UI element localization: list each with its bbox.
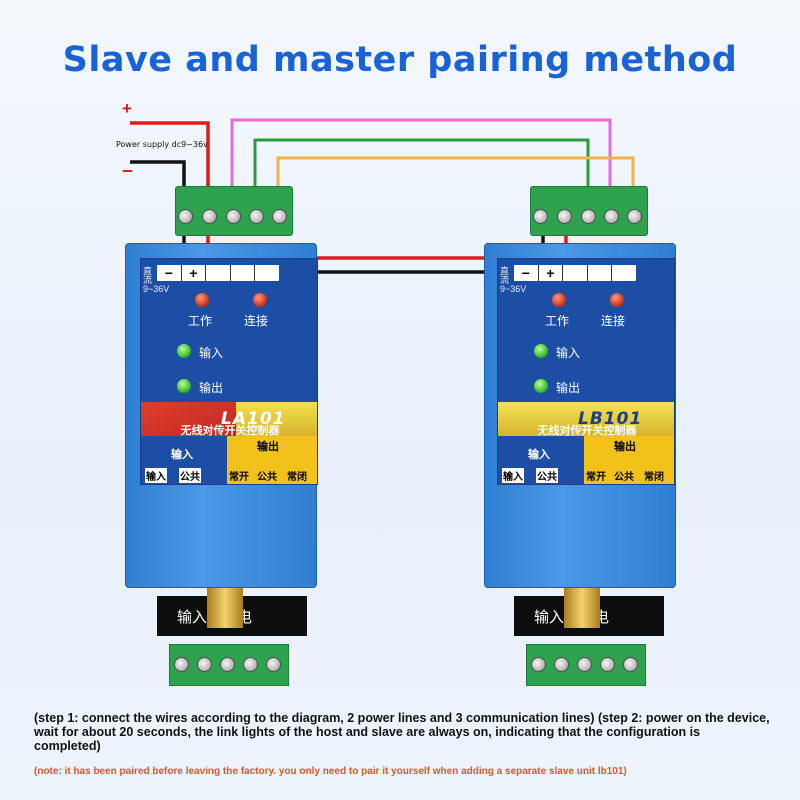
output-led-label: 输出: [556, 381, 581, 395]
screw-icon: [533, 209, 548, 224]
output-led-label: 输出: [199, 381, 224, 395]
power-terminal-labels: − +: [514, 265, 636, 281]
input-led-label: 输入: [199, 346, 224, 360]
bottom-terminal-block: [169, 644, 289, 686]
red-power-wire-link: [206, 220, 568, 260]
io-cell-normally-closed: 常闭: [644, 472, 664, 483]
device-subtitle: 无线对传开关控制器: [180, 424, 280, 437]
input-heading: 输入: [528, 448, 550, 461]
screw-icon: [226, 209, 241, 224]
power-cell: −: [514, 265, 539, 281]
front-panel: 直流9~36V − + 工作 连接 输入 输出 LA101 无线对传开关控制器 …: [140, 258, 318, 485]
screw-icon: [554, 657, 569, 672]
io-cell-normally-open: 常开: [229, 472, 249, 483]
power-cell: [206, 265, 231, 281]
input-box: 输入 输入 公共: [141, 436, 227, 484]
io-label-area: 输入 输入 公共 输出 常开 公共 常闭: [498, 436, 674, 484]
power-cell: [563, 265, 588, 281]
io-cell-common: 公共: [614, 472, 634, 483]
factory-pairing-note: (note: it has been paired before leaving…: [34, 766, 627, 777]
output-heading: 输出: [257, 440, 279, 453]
work-led-icon: [552, 293, 566, 307]
model-name: LA101: [221, 409, 286, 429]
bottom-terminal-block: [526, 644, 646, 686]
power-cell: [588, 265, 613, 281]
output-led-icon: [177, 379, 191, 393]
work-led-icon: [195, 293, 209, 307]
io-cell-common: 公共: [179, 468, 201, 483]
pairing-steps-text: (step 1: connect the wires according to …: [34, 711, 770, 753]
page-title: Slave and master pairing method: [62, 40, 738, 80]
screw-icon: [272, 209, 287, 224]
screw-icon: [604, 209, 619, 224]
power-cell: +: [182, 265, 207, 281]
screw-icon: [220, 657, 235, 672]
screw-icon: [627, 209, 642, 224]
work-led-label: 工作: [545, 314, 570, 328]
screw-icon: [197, 657, 212, 672]
power-cell: [255, 265, 279, 281]
power-plus-sign: +: [122, 99, 132, 118]
io-cell-input: 输入: [145, 468, 167, 483]
screw-icon: [178, 209, 193, 224]
front-panel: 直流9~36V − + 工作 连接 输入 输出 LB101 无线对传开关控制器 …: [497, 258, 675, 485]
model-strip: [498, 402, 674, 436]
input-led-label: 输入: [556, 346, 581, 360]
dc-voltage-label: 直流9~36V: [500, 266, 527, 294]
power-cell: +: [539, 265, 564, 281]
input-led-icon: [534, 344, 548, 358]
io-cell-normally-closed: 常闭: [287, 472, 307, 483]
input-box: 输入 输入 公共: [498, 436, 584, 484]
green-communication-wire: [253, 138, 590, 200]
top-terminal-block: [175, 186, 293, 236]
red-power-wire-in: [130, 121, 210, 200]
io-cell-input: 输入: [502, 468, 524, 483]
device-subtitle: 无线对传开关控制器: [537, 424, 637, 437]
screw-icon: [202, 209, 217, 224]
screw-icon: [266, 657, 281, 672]
power-cell: [231, 265, 256, 281]
input-heading: 输入: [171, 448, 193, 461]
screw-icon: [623, 657, 638, 672]
link-led-label: 连接: [601, 314, 626, 328]
device-lb101: 直流9~36V − + 工作 连接 输入 输出 LB101 无线对传开关控制器 …: [484, 186, 676, 696]
power-cell: [612, 265, 636, 281]
output-box: 输出 常开 公共 常闭: [227, 436, 317, 484]
screw-icon: [557, 209, 572, 224]
screw-icon: [581, 209, 596, 224]
power-supply-label: Power supply dc9~36v: [116, 140, 208, 149]
device-la101: 直流9~36V − + 工作 连接 输入 输出 LA101 无线对传开关控制器 …: [125, 186, 318, 696]
screw-icon: [600, 657, 615, 672]
orange-communication-wire: [276, 156, 635, 200]
antenna-connector-icon: [564, 588, 600, 628]
io-cell-common: 公共: [257, 472, 277, 483]
power-terminal-labels: − +: [157, 265, 279, 281]
output-led-icon: [534, 379, 548, 393]
power-cell: −: [157, 265, 182, 281]
link-led-icon: [610, 293, 624, 307]
link-led-icon: [253, 293, 267, 307]
antenna-connector-icon: [207, 588, 243, 628]
screw-icon: [174, 657, 189, 672]
output-box: 输出 常开 公共 常闭: [584, 436, 674, 484]
model-red-band: [141, 402, 236, 436]
work-led-label: 工作: [188, 314, 213, 328]
power-minus-sign: −: [122, 161, 133, 181]
io-cell-normally-open: 常开: [586, 472, 606, 483]
top-terminal-block: [530, 186, 648, 236]
output-heading: 输出: [614, 440, 636, 453]
dc-voltage-label: 直流9~36V: [143, 266, 170, 294]
io-label-area: 输入 输入 公共 输出 常开 公共 常闭: [141, 436, 317, 484]
io-cell-common: 公共: [536, 468, 558, 483]
pink-communication-wire: [230, 118, 612, 200]
screw-icon: [531, 657, 546, 672]
screw-icon: [577, 657, 592, 672]
screw-icon: [249, 209, 264, 224]
link-led-label: 连接: [244, 314, 269, 328]
input-led-icon: [177, 344, 191, 358]
screw-icon: [243, 657, 258, 672]
model-name: LB101: [578, 409, 643, 429]
